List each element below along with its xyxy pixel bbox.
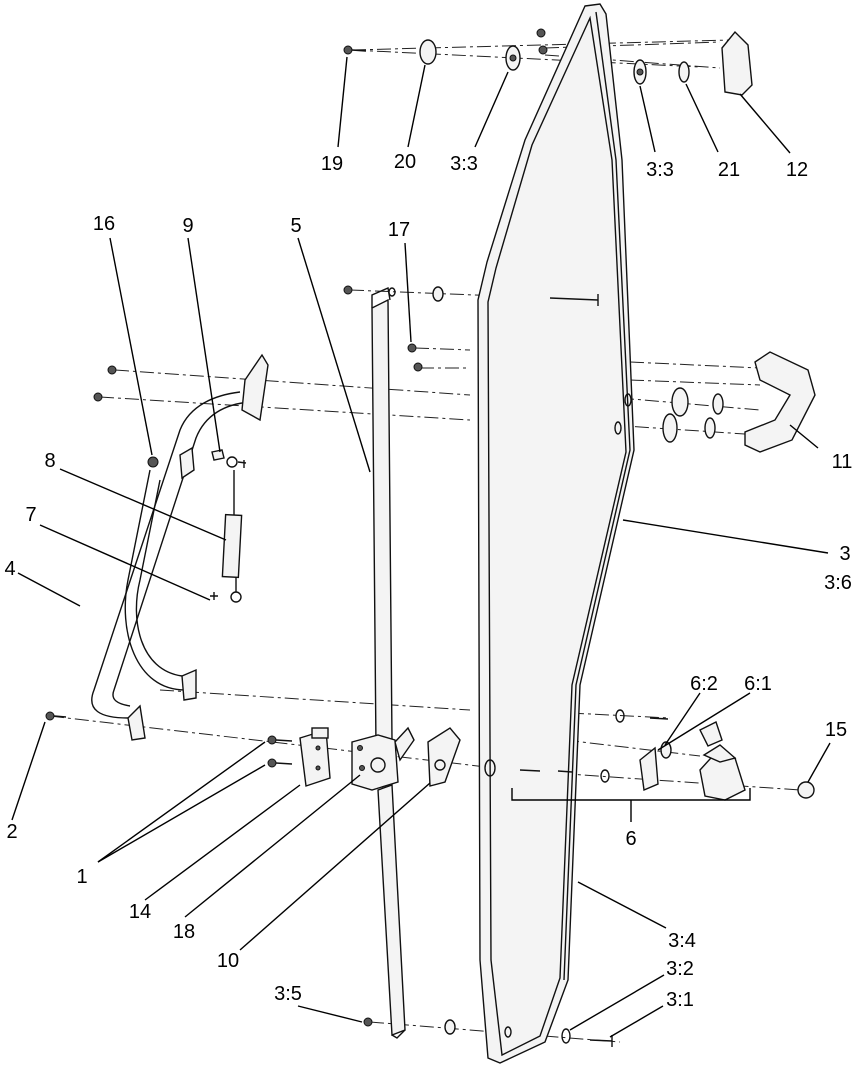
label-10: 10 <box>217 950 239 972</box>
label-5: 5 <box>290 215 301 237</box>
top-fasteners <box>343 28 753 96</box>
assembly-centerlines <box>49 39 801 1043</box>
nut <box>147 456 159 468</box>
label-16: 16 <box>93 213 115 235</box>
label-7: 7 <box>25 504 36 526</box>
label-3-3-right: 3:3 <box>646 159 674 181</box>
label-11: 11 <box>832 451 853 473</box>
label-1: 1 <box>76 866 87 888</box>
label-3-3-left: 3:3 <box>450 153 478 175</box>
hinge-bracket <box>351 726 415 791</box>
label-9: 9 <box>182 215 193 237</box>
label-4: 4 <box>4 558 15 580</box>
label-18: 18 <box>173 921 195 943</box>
bottom-fasteners <box>363 1017 613 1047</box>
label-17: 17 <box>388 219 410 241</box>
label-20: 20 <box>394 151 416 173</box>
handle <box>744 351 816 453</box>
label-8: 8 <box>44 450 55 472</box>
frame <box>91 353 269 741</box>
latch-assembly <box>484 709 815 801</box>
support-bar <box>371 286 406 1039</box>
label-19: 19 <box>321 153 343 175</box>
label-6-2: 6:2 <box>690 673 718 695</box>
label-3: 3 <box>839 543 850 565</box>
ball-stud <box>211 449 225 461</box>
label-3-1: 3:1 <box>666 989 694 1011</box>
label-15: 15 <box>825 719 847 741</box>
gas-spring <box>210 456 247 603</box>
middle-fasteners <box>93 285 724 443</box>
bottom-bolt <box>45 711 67 721</box>
label-2: 2 <box>6 821 17 843</box>
hinge-plate <box>427 727 461 787</box>
label-21: 21 <box>718 159 740 181</box>
leader-lines <box>11 56 831 1038</box>
label-3-5: 3:5 <box>274 983 302 1005</box>
label-14: 14 <box>129 901 151 923</box>
label-3-4: 3:4 <box>668 930 696 952</box>
hinge-bolts <box>267 735 293 768</box>
label-3-6: 3:6 <box>824 572 852 594</box>
label-6-1: 6:1 <box>744 673 772 695</box>
label-6: 6 <box>625 828 636 850</box>
label-3-2: 3:2 <box>666 958 694 980</box>
door-panel <box>477 3 635 1064</box>
hinge <box>299 727 331 787</box>
callout-labels: 19 20 3:3 3:3 21 12 16 9 5 17 11 8 7 4 3… <box>4 151 852 1011</box>
label-12: 12 <box>786 159 808 181</box>
